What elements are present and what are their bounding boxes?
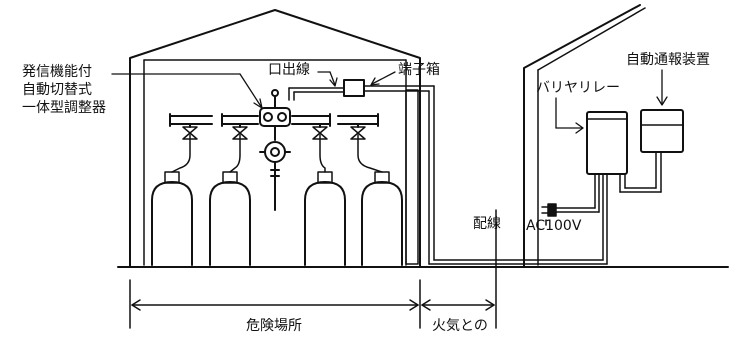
gas-cylinders bbox=[151, 171, 403, 266]
fire-distance-label: 火気との bbox=[432, 318, 488, 334]
auto-alarm-label: 自動通報装置 bbox=[626, 52, 710, 68]
terminal-box-label: 端子箱 bbox=[398, 62, 440, 78]
regulator-label-line2: 自動切替式 bbox=[22, 82, 92, 98]
regulator bbox=[259, 89, 291, 211]
cylinder-4 bbox=[361, 181, 403, 266]
vent-pipe bbox=[405, 89, 419, 265]
leader-lines bbox=[111, 69, 668, 134]
wiring-label: 配線 bbox=[473, 216, 501, 232]
cylinder-1 bbox=[151, 181, 193, 266]
power-label: AC100V bbox=[526, 218, 582, 234]
power-plug bbox=[541, 173, 600, 226]
cylinder-2 bbox=[209, 181, 251, 266]
outlet-wire bbox=[288, 87, 345, 101]
auto-alarm-device bbox=[640, 109, 684, 153]
barrier-relay bbox=[586, 111, 628, 175]
cylinder-3 bbox=[304, 181, 346, 266]
wiring bbox=[363, 85, 608, 265]
regulator-label-line3: 一体型調整器 bbox=[22, 100, 106, 116]
shed-outline bbox=[129, 9, 421, 268]
outlet-wire-label: 口出線 bbox=[268, 62, 310, 78]
building-outline bbox=[523, 4, 641, 268]
dimension-lines bbox=[129, 209, 497, 329]
terminal-box bbox=[343, 79, 365, 97]
hazard-area-label: 危険場所 bbox=[246, 318, 302, 334]
regulator-label-line1: 発信機能付 bbox=[22, 64, 92, 80]
barrier-relay-label: バリヤリレー bbox=[536, 80, 620, 96]
